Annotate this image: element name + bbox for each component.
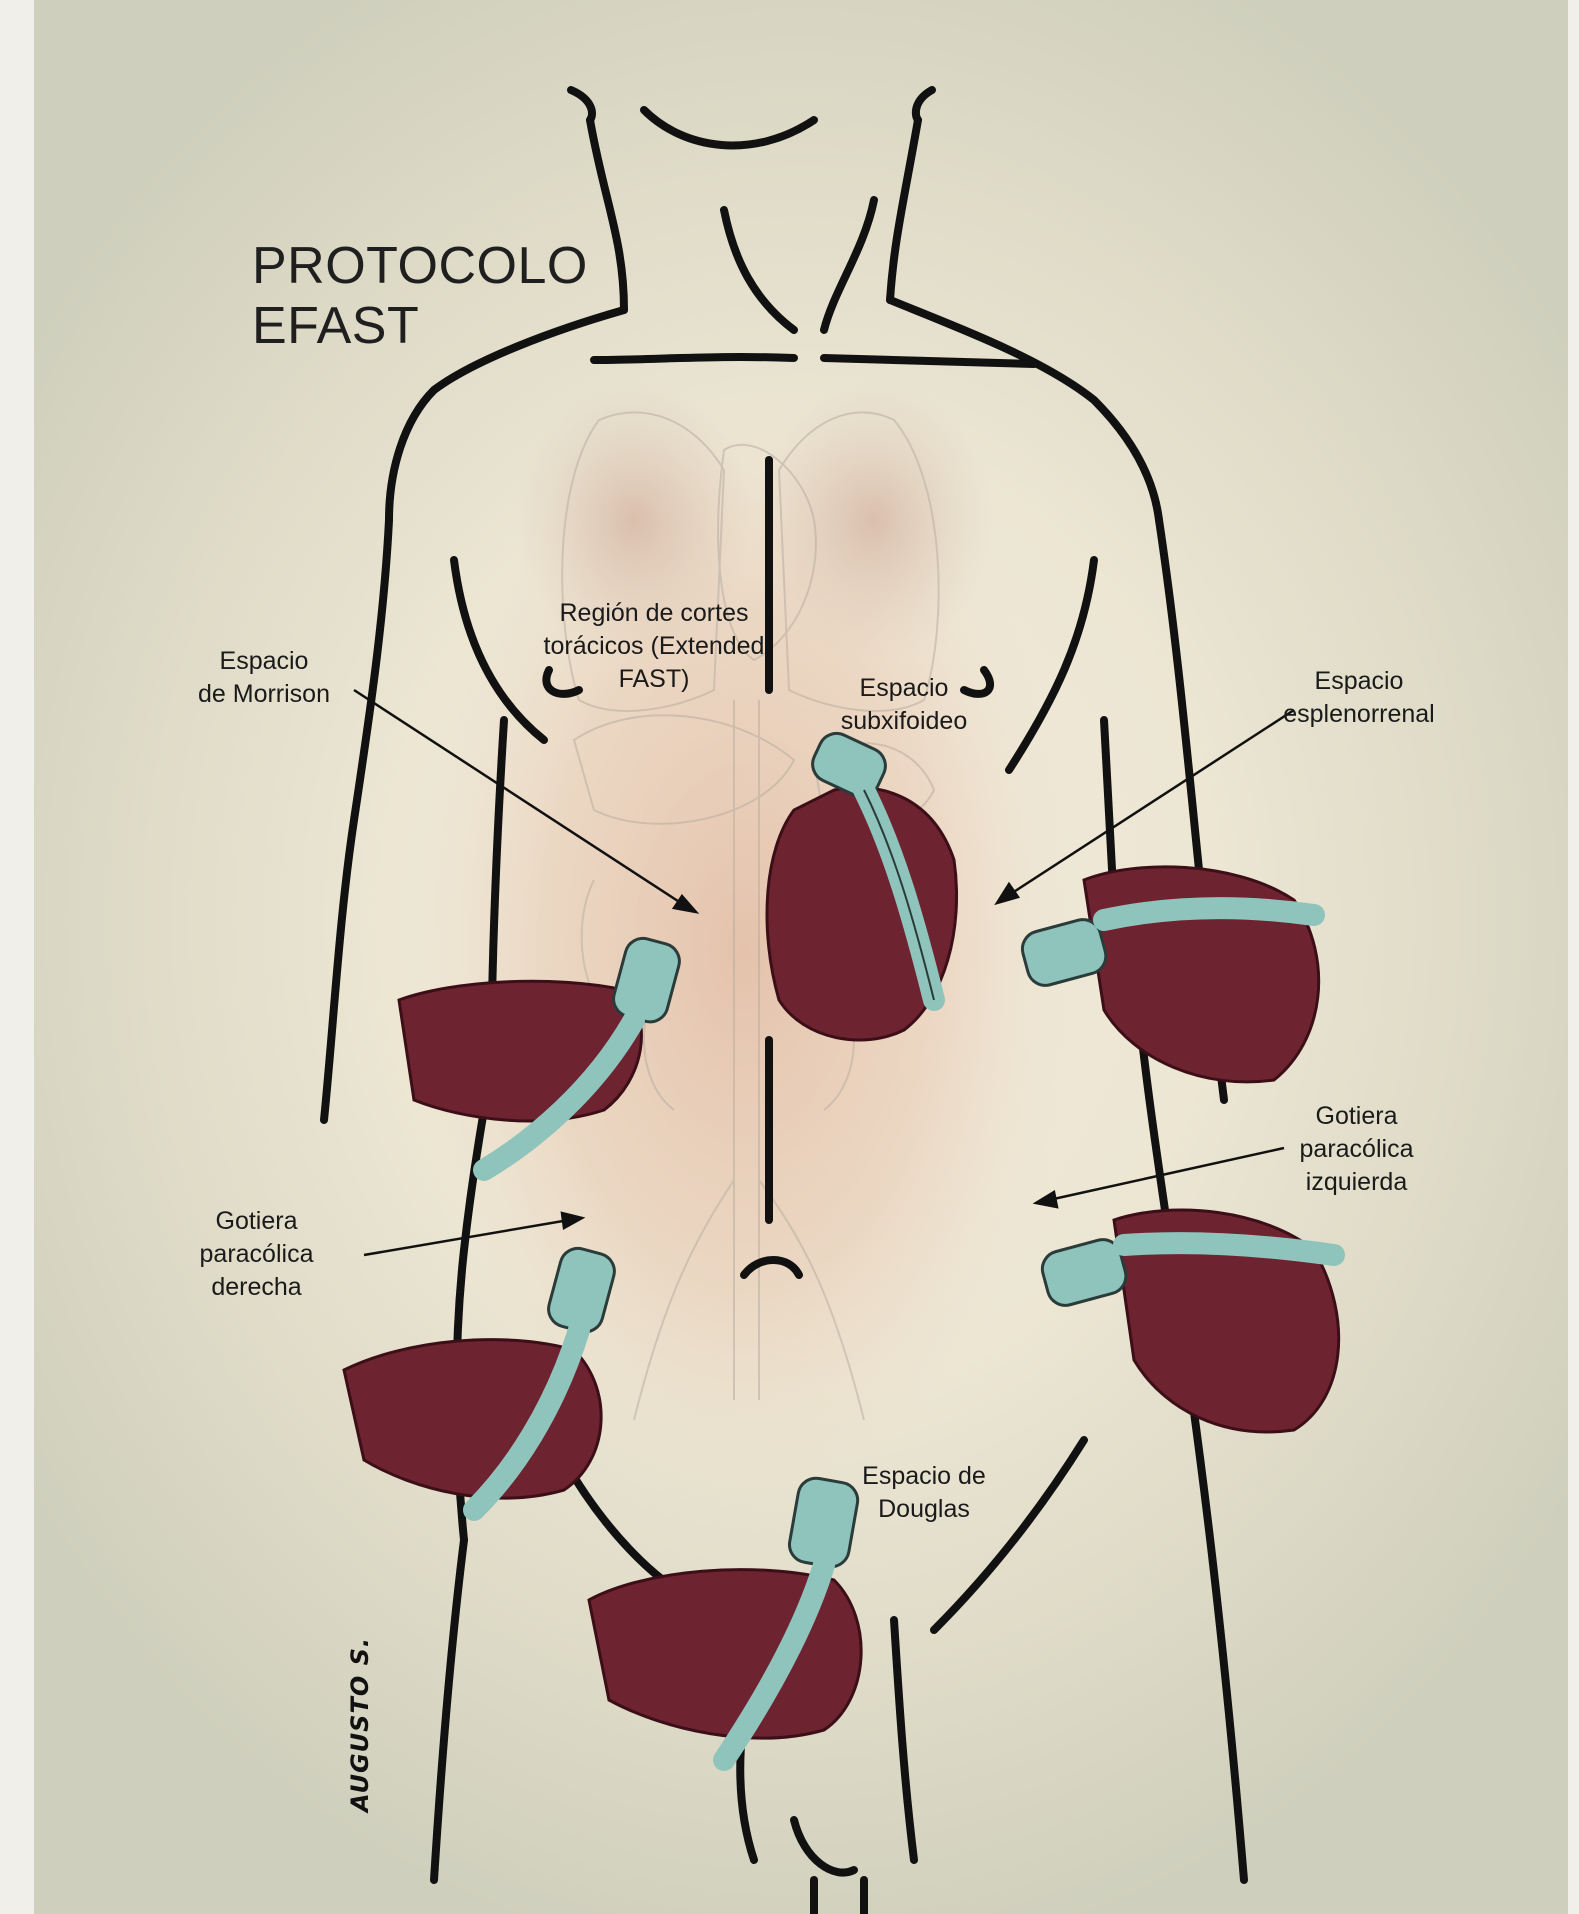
artist-signature: AUGUSTO S.	[346, 1637, 374, 1812]
probe-hand-douglas	[589, 1475, 861, 1760]
label-right-paracolic-gutter: Gotiera paracólica derecha	[174, 1205, 339, 1304]
label-subxiphoid-space: Espacio subxifoideo	[819, 672, 989, 738]
hip-left	[434, 1540, 464, 1880]
page-title: PROTOCOLO EFAST	[252, 236, 588, 356]
chin-line	[644, 110, 814, 145]
neck-right	[890, 120, 918, 300]
arm-left-outer	[324, 520, 389, 1120]
label-left-paracolic-gutter: Gotiera paracólica izquierda	[1274, 1100, 1439, 1199]
label-splenorenal-space: Espacio esplenorrenal	[1259, 665, 1459, 731]
label-thoracic-region: Región de cortes torácicos (Extended FAS…	[504, 597, 804, 696]
illustration-canvas: PROTOCOLO EFAST Región de cortes torácic…	[34, 0, 1568, 1914]
neck-left	[590, 120, 624, 310]
clavicle-left	[594, 357, 794, 360]
title-line-1: PROTOCOLO	[252, 236, 588, 296]
title-line-2: EFAST	[252, 296, 588, 356]
label-morrison-space: Espacio de Morrison	[164, 645, 364, 711]
probe-hand-left-lower	[1038, 1210, 1338, 1432]
clavicle-right	[824, 358, 1034, 364]
arrow-left-gutter	[1049, 1148, 1284, 1200]
label-douglas-space: Espacio de Douglas	[839, 1460, 1009, 1526]
